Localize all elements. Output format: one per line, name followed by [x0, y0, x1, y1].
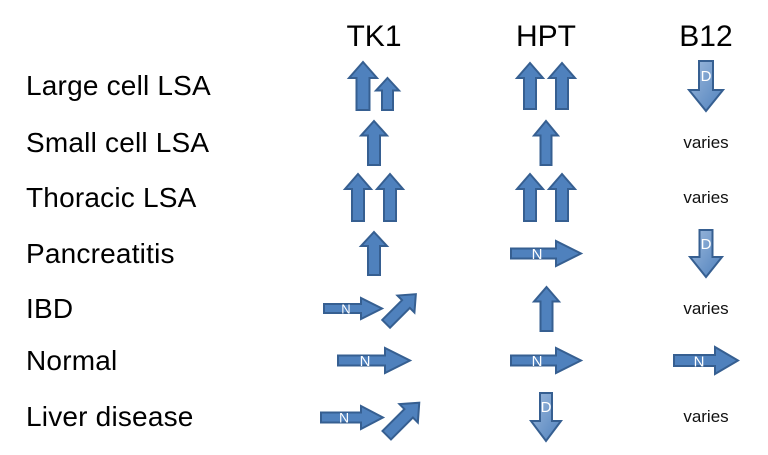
cell-ibd-hpt — [460, 281, 618, 336]
double-up-arrow-icon — [514, 172, 578, 222]
cell-small-cell-lsa-tk1 — [288, 116, 460, 169]
cell-liver-disease-tk1: N — [288, 385, 460, 449]
up-arrow-icon — [346, 60, 380, 111]
cell-liver-disease-hpt: D — [460, 385, 618, 449]
arrow-letter: N — [694, 354, 705, 371]
right-arrow-n-icon: N — [323, 296, 385, 321]
cell-small-cell-lsa-b12: varies — [618, 116, 768, 169]
arrow-letter: D — [701, 68, 712, 85]
cell-thoracic-lsa-tk1 — [288, 169, 460, 226]
double-up-arrow-icon — [514, 61, 578, 110]
row-label-normal: Normal — [26, 344, 118, 376]
up-arrow-icon — [531, 284, 561, 332]
up-arrow-icon — [358, 119, 390, 166]
up-large-plus-small-arrow-icon — [346, 60, 402, 111]
up-arrow-icon — [531, 118, 561, 166]
down-arrow-d-icon: D — [529, 392, 563, 443]
cell-normal-tk1: N — [288, 336, 460, 385]
right-arrow-n-icon: N — [510, 239, 584, 268]
right-arrow-n-icon: N — [673, 345, 740, 376]
row-label-thoracic-lsa: Thoracic LSA — [26, 181, 197, 213]
varies-label: varies — [683, 132, 729, 152]
up-arrow-icon — [546, 61, 578, 110]
up-arrow-icon — [342, 172, 374, 222]
cell-large-cell-lsa-b12: D — [618, 56, 768, 116]
cell-thoracic-lsa-hpt — [460, 169, 618, 226]
arrow-letter: D — [701, 236, 712, 253]
row-label-small-cell-lsa: Small cell LSA — [26, 126, 210, 158]
right-arrow-n-icon: N — [510, 346, 584, 375]
header-empty — [0, 6, 288, 56]
cell-pancreatitis-b12: D — [618, 226, 768, 281]
varies-label: varies — [683, 407, 729, 426]
arrow-letter: N — [338, 409, 348, 425]
right-n-plus-diagonal-arrow-icon: N — [319, 389, 429, 445]
up-arrow-icon — [514, 61, 546, 110]
varies-label: varies — [683, 187, 729, 207]
right-n-plus-diagonal-arrow-icon: N — [323, 285, 425, 333]
arrow-letter: N — [341, 302, 350, 317]
cell-liver-disease-b12: varies — [618, 385, 768, 449]
cell-pancreatitis-tk1 — [288, 226, 460, 281]
varies-label: varies — [683, 298, 729, 318]
cell-normal-hpt: N — [460, 336, 618, 385]
cell-pancreatitis-hpt: N — [460, 226, 618, 281]
cell-normal-b12: N — [618, 336, 768, 385]
down-arrow-d-icon: D — [686, 60, 726, 113]
row-label-ibd: IBD — [26, 292, 74, 324]
up-arrow-icon — [358, 230, 390, 276]
row-label-pancreatitis: Pancreatitis — [26, 237, 175, 269]
row-label-large-cell-lsa: Large cell LSA — [26, 70, 211, 101]
column-header-b12: B12 — [679, 20, 733, 53]
right-arrow-n-icon: N — [337, 346, 413, 375]
arrow-letter: N — [532, 353, 543, 370]
arrow-letter: N — [532, 246, 543, 263]
small-up-arrow-icon — [373, 76, 402, 111]
row-label-liver-disease: Liver disease — [26, 401, 194, 432]
right-arrow-n-icon: N — [319, 403, 385, 431]
up-arrow-icon — [514, 172, 546, 222]
cell-large-cell-lsa-hpt — [460, 56, 618, 116]
column-header-tk1: TK1 — [346, 20, 402, 53]
cell-small-cell-lsa-hpt — [460, 116, 618, 169]
cell-thoracic-lsa-b12: varies — [618, 169, 768, 226]
cell-ibd-tk1: N — [288, 281, 460, 336]
up-arrow-icon — [546, 172, 578, 222]
up-arrow-icon — [374, 172, 406, 222]
double-up-arrow-icon — [342, 172, 406, 222]
up-right-diagonal-arrow-icon — [380, 292, 417, 329]
column-header-hpt: HPT — [516, 20, 576, 53]
cell-large-cell-lsa-tk1 — [288, 56, 460, 116]
cell-ibd-b12: varies — [618, 281, 768, 336]
arrow-letter: N — [360, 353, 371, 370]
down-arrow-d-icon: D — [687, 229, 725, 279]
arrow-letter: D — [541, 399, 552, 416]
up-right-diagonal-arrow-icon — [380, 401, 420, 441]
